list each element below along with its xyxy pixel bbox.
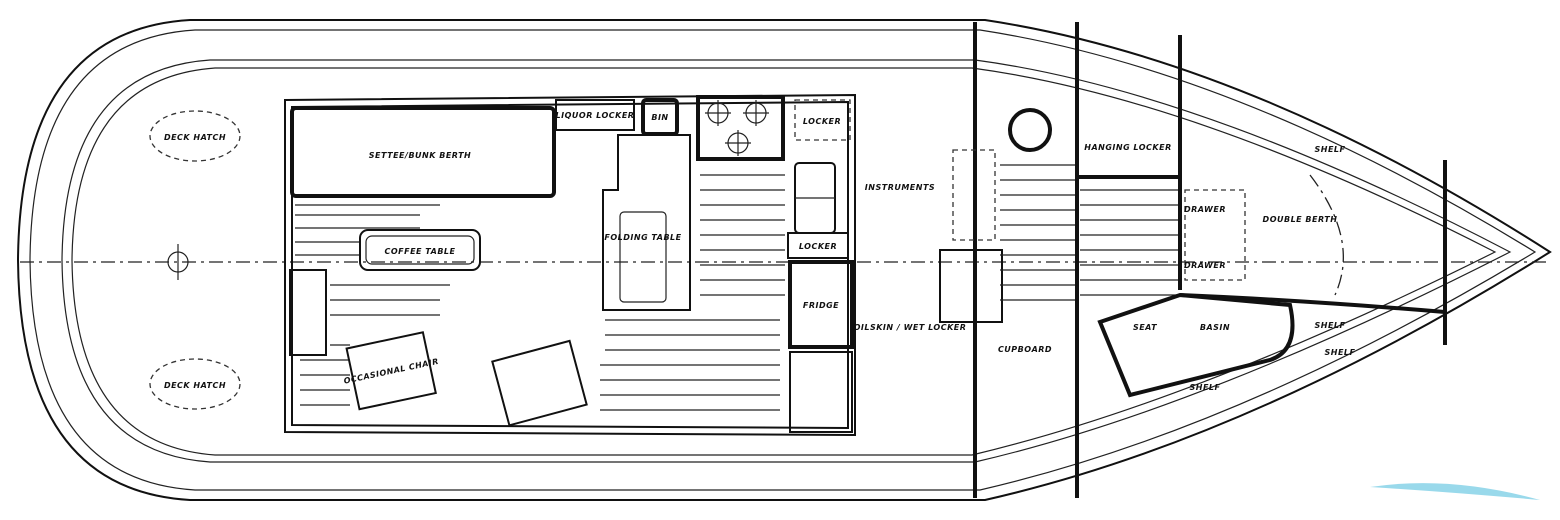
double-berth-label: DOUBLE BERTH	[1263, 215, 1338, 224]
deck-hatch-bottom	[149, 358, 241, 410]
helm-seat	[952, 149, 996, 241]
fridge-label: FRIDGE	[803, 301, 839, 310]
occasional-chair: OCCASIONAL CHAIR	[343, 331, 440, 411]
wheelhouse-steps	[939, 249, 1003, 323]
locker-upper	[794, 99, 851, 141]
locker-upper-label: LOCKER	[803, 117, 841, 126]
settee-label: SETTEE/BUNK BERTH	[369, 151, 471, 160]
fridge	[788, 260, 854, 349]
saloon-wall	[284, 93, 856, 437]
instrument-panel-label: INSTRUMENTS	[865, 183, 935, 192]
wet-locker-label: OILSKIN / WET LOCKER	[854, 323, 967, 332]
coffee-table-label: COFFEE TABLE	[384, 247, 455, 256]
cupboard-label: CUPBOARD	[998, 345, 1052, 354]
forward-floor-planks	[1000, 164, 1178, 301]
hanging-locker-label: HANGING LOCKER	[1084, 143, 1171, 152]
shelf-1-label: SHELF	[1315, 145, 1346, 154]
occasional-chair-label: OCCASIONAL CHAIR	[343, 357, 440, 386]
stove-burner-icon	[705, 100, 769, 156]
basin-label: BASIN	[1200, 323, 1230, 332]
shelf-2-label: SHELF	[1315, 321, 1346, 330]
bin-label: BIN	[651, 113, 668, 122]
shelf-4-label: SHELF	[1190, 383, 1221, 392]
deck-hatch-bottom-label: DECK HATCH	[164, 381, 226, 390]
liquor-locker	[555, 99, 635, 131]
second-chair	[491, 339, 588, 427]
toilet	[1008, 108, 1052, 152]
drawer-2-label: DRAWER	[1184, 261, 1226, 270]
drawer-1-label: DRAWER	[1184, 205, 1226, 214]
locker-lower	[787, 232, 849, 259]
folding-table-label: FOLDING TABLE	[604, 233, 681, 242]
deck-hatch-top	[149, 110, 241, 162]
folding-table	[619, 211, 667, 303]
deck-hatch-top-label: DECK HATCH	[164, 133, 226, 142]
companionway-steps	[289, 269, 327, 356]
locker-lower-label: LOCKER	[799, 242, 837, 251]
centerline-marker-icon	[167, 244, 189, 280]
saloon-floor-planks	[295, 174, 785, 411]
drawers	[1184, 189, 1246, 281]
folding-table-unit	[602, 134, 691, 311]
settee-berth	[290, 106, 556, 198]
watermark-wave-icon	[1370, 483, 1540, 500]
stove	[696, 95, 785, 161]
galley-step	[789, 351, 853, 433]
liquor-locker-label: LIQUOR LOCKER	[556, 111, 635, 120]
heads-unit	[1097, 292, 1295, 398]
coffee-table	[359, 229, 481, 271]
shelf-3-label: SHELF	[1325, 348, 1356, 357]
seat-label: SEAT	[1133, 323, 1157, 332]
